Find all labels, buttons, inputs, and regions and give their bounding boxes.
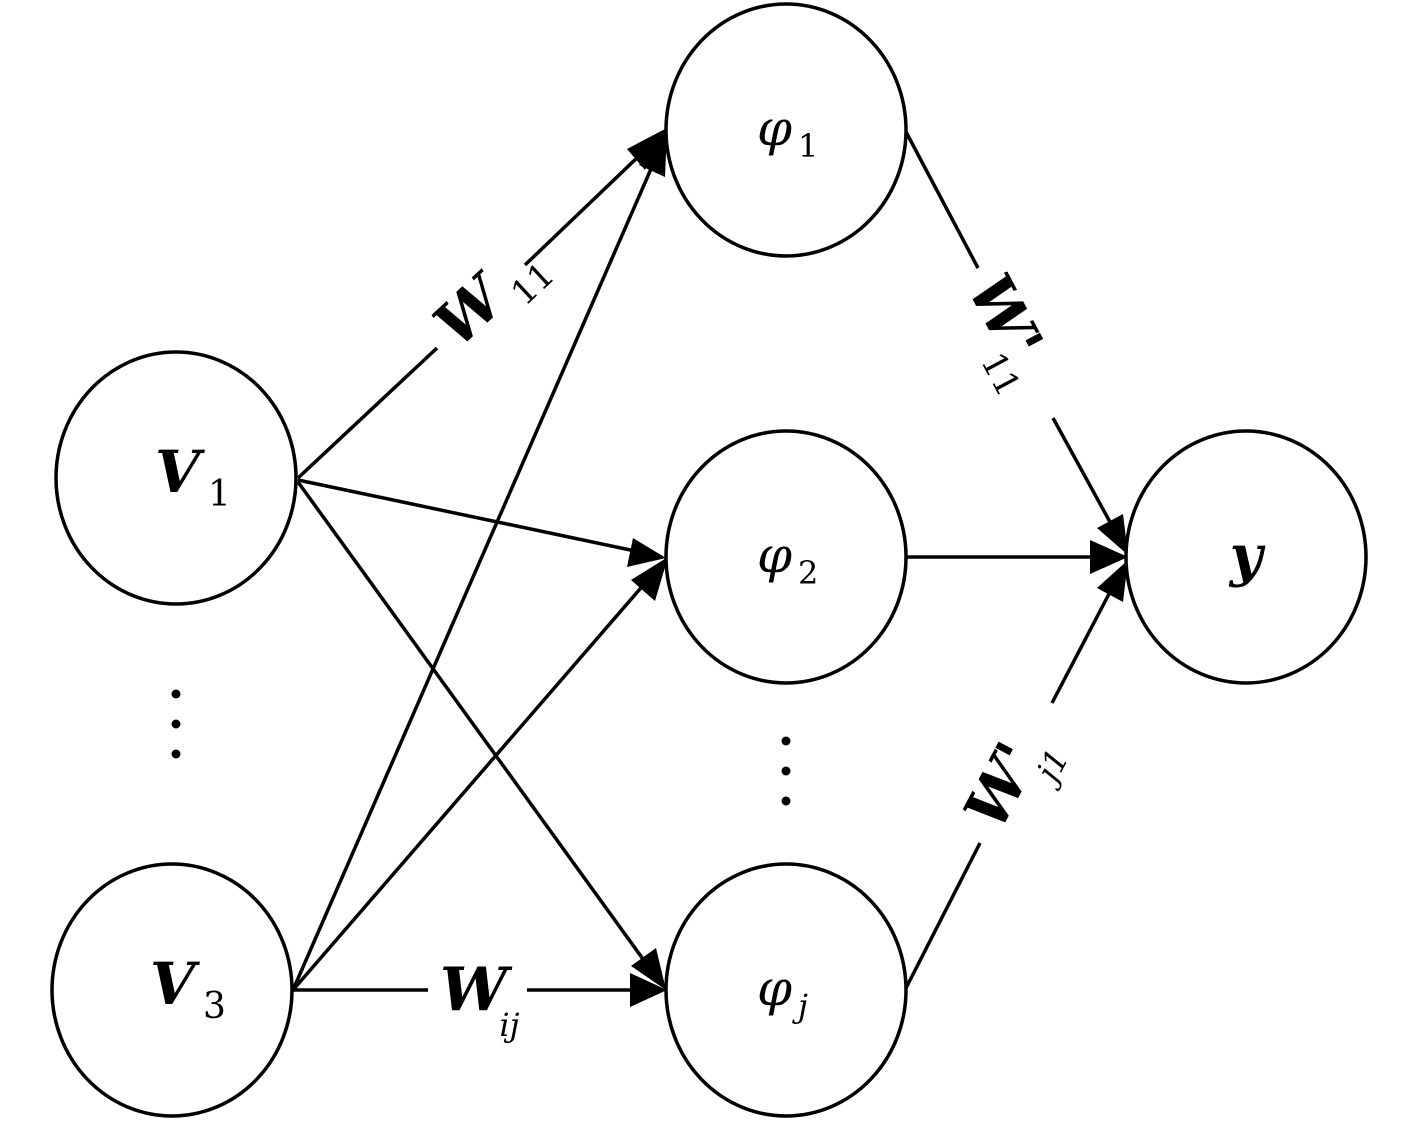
edge-phi1-y-b	[1051, 417, 1112, 523]
arrowhead-v3-phij	[630, 973, 667, 1007]
arrowhead-v1-phi1	[627, 128, 667, 170]
node-y-circle	[1124, 429, 1368, 685]
edge-label-wij: W ij	[440, 955, 520, 1044]
node-v3-label: V 3	[150, 950, 226, 1027]
vdots-hidden	[781, 736, 791, 806]
node-v1-circle	[54, 350, 298, 606]
arrowhead-phij-y	[1097, 560, 1128, 602]
edge-v1-phi1-b	[523, 153, 642, 267]
vdot	[781, 736, 791, 746]
edge-v1-phij	[296, 480, 650, 968]
vdot	[781, 796, 791, 806]
svg-text:W' 11: W' 11	[940, 263, 1069, 403]
node-v3: V 3	[50, 862, 294, 1118]
vdot	[171, 719, 181, 729]
node-v1: V 1	[54, 350, 298, 606]
svg-text:W ij: W ij	[440, 955, 520, 1044]
edge-phij-y-b	[1050, 591, 1112, 704]
arrowhead-v3-phi2	[631, 557, 668, 601]
node-phi1: φ 1	[664, 2, 908, 258]
node-phij: φ j	[664, 862, 908, 1118]
vdot	[171, 689, 181, 699]
node-v1-label: V 1	[155, 438, 231, 515]
input-hidden-edges	[291, 128, 668, 1007]
node-phi1-label: φ 1	[757, 99, 818, 165]
node-v3-circle	[50, 862, 294, 1118]
hidden-output-edges	[903, 129, 1128, 991]
vdot	[171, 749, 181, 759]
node-y-label: y	[1228, 523, 1266, 589]
edge-v1-phi1-a	[296, 346, 439, 480]
node-phi1-circle	[664, 2, 908, 258]
edge-label-wpj1: W' j1	[951, 719, 1077, 849]
edge-v3-phi1	[291, 161, 656, 991]
edge-label-wp11: W' 11	[940, 263, 1069, 403]
arrowhead-phi1-y	[1097, 514, 1128, 555]
node-y: y	[1124, 429, 1368, 685]
svg-text:W' j1: W' j1	[951, 719, 1077, 849]
node-phij-circle	[664, 862, 908, 1118]
edge-v3-phi2	[291, 580, 648, 992]
node-phi2-label: φ 2	[757, 526, 818, 592]
edge-phi1-y-a	[903, 129, 980, 269]
arrowhead-v1-phij	[631, 948, 666, 990]
arrowhead-v1-phi2	[627, 538, 666, 567]
vdot	[781, 766, 791, 776]
node-phi2: φ 2	[664, 429, 908, 685]
node-phi2-circle	[664, 429, 908, 685]
arrowhead-v3-phi1	[639, 130, 667, 177]
vdots-input	[171, 689, 181, 759]
arrowhead-phi2-y	[1090, 540, 1128, 574]
edge-v1-phi2	[297, 478, 641, 554]
edge-phij-y-a	[903, 842, 982, 991]
